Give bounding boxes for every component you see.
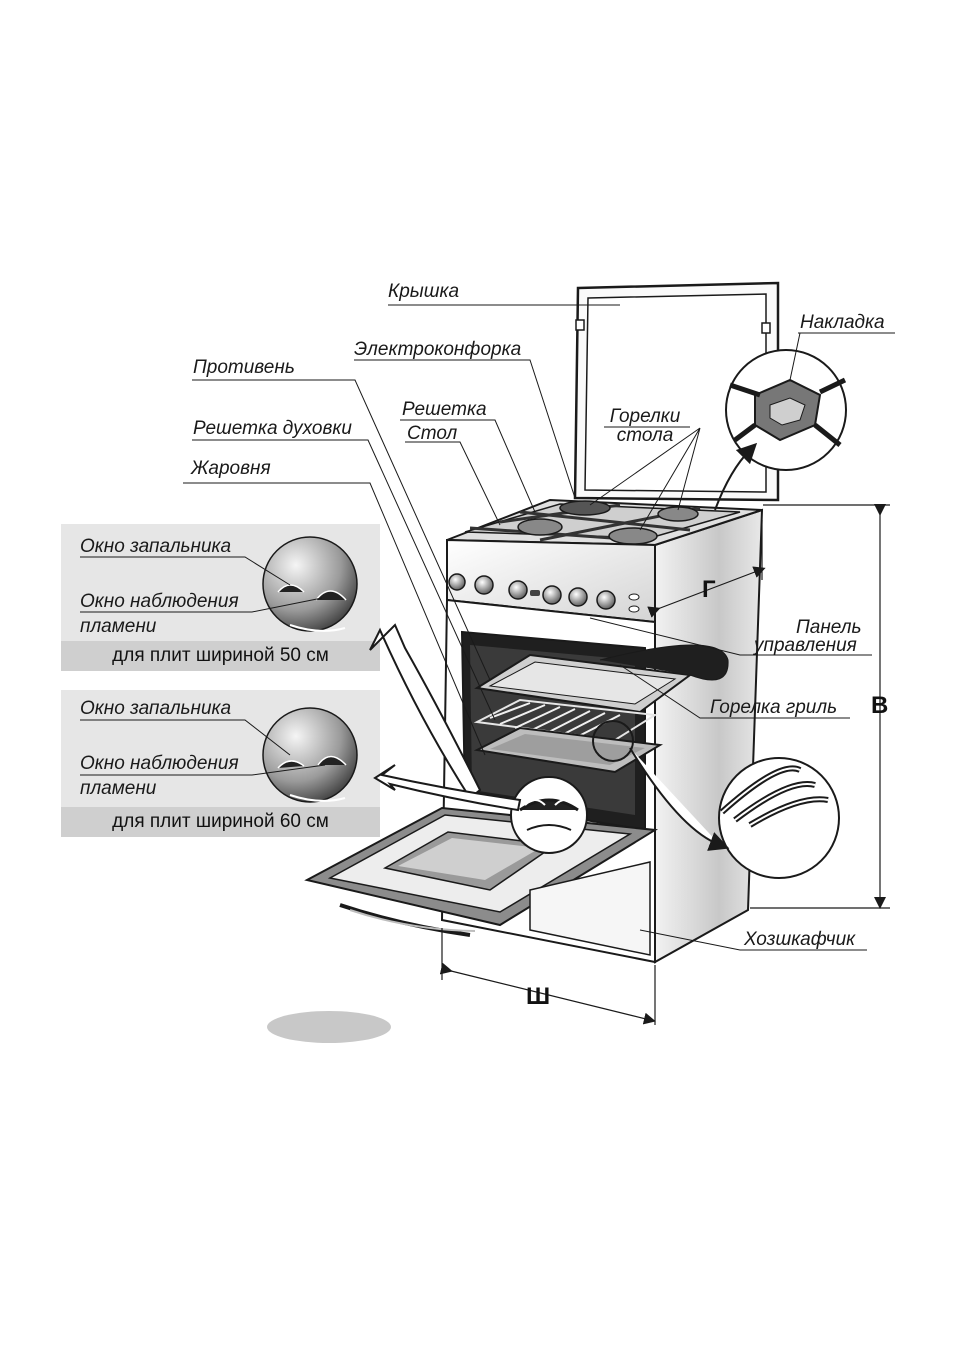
label-grate: Решетка bbox=[402, 399, 487, 421]
label-control-panel-2: управления bbox=[754, 635, 857, 657]
inset-circle-50 bbox=[263, 537, 357, 631]
dimension-depth: Г bbox=[702, 576, 716, 604]
burner-zoom bbox=[511, 777, 587, 853]
label-flame-window-50-1: Окно наблюдения bbox=[80, 591, 239, 613]
label-grill-burner: Горелка гриль bbox=[710, 697, 837, 719]
label-oven-grate: Решетка духовки bbox=[193, 418, 352, 440]
dimension-width: Ш bbox=[526, 983, 550, 1011]
label-roasting-pan: Жаровня bbox=[191, 458, 271, 480]
label-flame-window-60-2: пламени bbox=[80, 778, 156, 800]
dimension-height: В bbox=[871, 692, 888, 720]
label-table: Стол bbox=[407, 423, 457, 445]
label-electric-hotplate: Электроконфорка bbox=[354, 339, 521, 361]
label-ignition-window-60: Окно запальника bbox=[80, 698, 231, 720]
label-cover-plate: Накладка bbox=[800, 312, 885, 334]
label-flame-window-50-2: пламени bbox=[80, 616, 156, 638]
label-flame-window-60-1: Окно наблюдения bbox=[80, 753, 239, 775]
label-lid: Крышка bbox=[388, 281, 459, 303]
label-storage-box: Хозшкафчик bbox=[744, 929, 855, 951]
page-oval-mark bbox=[267, 1011, 391, 1043]
label-ignition-window-50: Окно запальника bbox=[80, 536, 231, 558]
inset-circle-60 bbox=[263, 708, 357, 802]
label-baking-tray: Противень bbox=[193, 357, 295, 379]
label-table-burners-2: стола bbox=[604, 425, 686, 447]
